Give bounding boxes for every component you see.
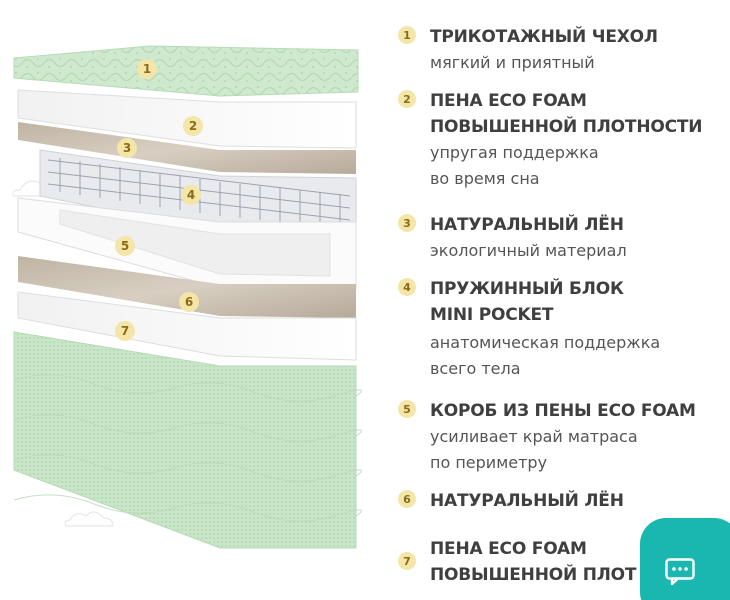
legend-title-line: НАТУРАЛЬНЫЙ ЛЁН [430, 491, 624, 511]
legend-title-7: ПЕНА ECO FOAM ПОВЫШЕННОЙ ПЛОТ [430, 536, 637, 588]
legend-desc-1: мягкий и приятный [430, 50, 595, 76]
legend-badge-5: 5 [398, 400, 416, 418]
legend-desc-4: анатомическая поддержка всего тела [430, 330, 660, 382]
legend-title-line: ПРУЖИННЫЙ БЛОК [430, 279, 624, 299]
chat-bubble-icon [665, 558, 695, 586]
marker-4: 4 [187, 188, 195, 202]
marker-2: 2 [189, 119, 197, 133]
legend-badge-3: 3 [398, 214, 416, 232]
graphic-markers: 1 2 3 4 5 6 7 [115, 59, 203, 341]
legend-title-6: НАТУРАЛЬНЫЙ ЛЁН [430, 488, 624, 514]
legend-desc-3: экологичный материал [430, 238, 627, 264]
legend-title-line: ПОВЫШЕННОЙ ПЛОТ [430, 565, 637, 585]
legend-title-line: КОРОБ ИЗ ПЕНЫ ECO FOAM [430, 401, 696, 421]
legend-desc-line: во время сна [430, 169, 540, 188]
legend-desc-line: экологичный материал [430, 241, 627, 260]
legend-badge-2: 2 [398, 90, 416, 108]
legend-desc-line: всего тела [430, 359, 521, 378]
legend-title-2: ПЕНА ECO FOAM ПОВЫШЕННОЙ ПЛОТНОСТИ [430, 88, 702, 140]
legend-badge-1: 1 [398, 26, 416, 44]
legend-title-3: НАТУРАЛЬНЫЙ ЛЁН [430, 212, 624, 238]
chat-widget-button[interactable] [640, 518, 730, 600]
legend-badge-4: 4 [398, 278, 416, 296]
legend-title-line: ПЕНА ECO FOAM [430, 539, 587, 559]
legend-desc-2: упругая поддержка во время сна [430, 140, 599, 192]
legend-title-line: ТРИКОТАЖНЫЙ ЧЕХОЛ [430, 27, 658, 47]
legend-badge-6: 6 [398, 490, 416, 508]
mattress-layers-illustration: 1 2 3 4 5 6 7 [12, 45, 362, 549]
marker-5: 5 [121, 239, 129, 253]
legend-title-line: ПЕНА ECO FOAM [430, 91, 587, 111]
legend-desc-line: мягкий и приятный [430, 53, 595, 72]
legend-desc-line: упругая поддержка [430, 143, 599, 162]
legend-title-5: КОРОБ ИЗ ПЕНЫ ECO FOAM [430, 398, 696, 424]
legend-title-1: ТРИКОТАЖНЫЙ ЧЕХОЛ [430, 24, 658, 50]
legend-title-4: ПРУЖИННЫЙ БЛОК MINI POCKET [430, 276, 624, 328]
legend-desc-line: усиливает край матраса [430, 427, 638, 446]
legend-title-line: MINI POCKET [430, 305, 554, 325]
legend-desc-5: усиливает край матраса по периметру [430, 424, 638, 476]
marker-1: 1 [143, 62, 151, 76]
marker-3: 3 [123, 141, 131, 155]
mattress-layers-graphic: 1 2 3 4 5 6 7 [12, 45, 362, 549]
legend-badge-7: 7 [398, 552, 416, 570]
legend-title-line: ПОВЫШЕННОЙ ПЛОТНОСТИ [430, 117, 703, 137]
marker-6: 6 [185, 295, 193, 309]
marker-7: 7 [121, 324, 129, 338]
legend-desc-line: по периметру [430, 453, 548, 472]
legend-title-line: НАТУРАЛЬНЫЙ ЛЁН [430, 215, 624, 235]
legend-desc-line: анатомическая поддержка [430, 333, 661, 352]
